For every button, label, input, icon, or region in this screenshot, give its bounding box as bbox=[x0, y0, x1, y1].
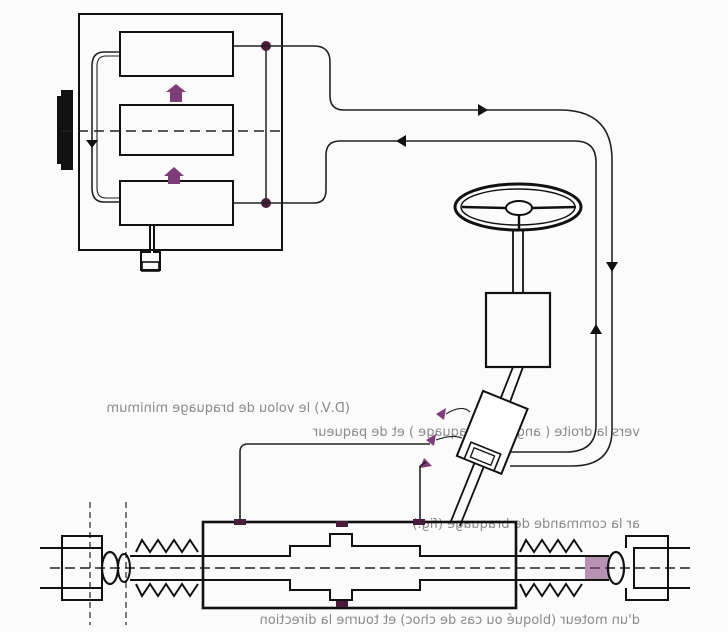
flow-arrow-up-1 bbox=[166, 84, 186, 102]
steering-wheel-assembly bbox=[453, 182, 583, 403]
left-bellows-top bbox=[135, 538, 199, 554]
steering-hub bbox=[505, 200, 533, 216]
valve-cap-inner bbox=[469, 446, 496, 467]
reservoir-chamber bbox=[119, 31, 234, 77]
cylinder-housing bbox=[201, 520, 518, 610]
pump-loop-arrow bbox=[86, 140, 98, 148]
cylinder-port-left bbox=[234, 519, 246, 525]
right-bellows-top bbox=[519, 538, 583, 554]
bleed-text-1: (D.V.) le volou de braquage minimum bbox=[106, 401, 350, 416]
flow-arrow-left bbox=[396, 135, 406, 147]
flow-arrow-down bbox=[606, 262, 618, 272]
right-tie-rod-top bbox=[625, 535, 690, 549]
pinion-shaft-left bbox=[449, 462, 476, 523]
pump-housing bbox=[78, 13, 283, 251]
cylinder-port-right bbox=[413, 519, 425, 525]
line-to-cylinder-left bbox=[239, 443, 430, 522]
pump-chamber bbox=[119, 104, 234, 156]
hydraulic-lines bbox=[266, 45, 618, 467]
bleed-text-3: ar la commande de braquage (fig.) bbox=[412, 517, 640, 532]
column-housing bbox=[484, 291, 552, 369]
flow-arrow-up-2 bbox=[164, 167, 184, 184]
valve-arrow-3 bbox=[420, 458, 432, 468]
drain-plug bbox=[141, 261, 160, 272]
valve-feed-2 bbox=[435, 435, 463, 441]
rack-profile-top bbox=[130, 533, 590, 557]
flow-arrow-up bbox=[590, 324, 602, 334]
pump-internal-loop-left bbox=[91, 51, 120, 203]
drain-stub bbox=[140, 225, 161, 271]
pulley-flange bbox=[57, 96, 61, 164]
piston-seal-bottom bbox=[336, 601, 348, 607]
pump-assembly bbox=[57, 13, 283, 272]
column-lower-right bbox=[509, 366, 524, 403]
left-bellows bbox=[135, 538, 199, 598]
valve-chamber bbox=[119, 180, 234, 226]
piston-seal-top bbox=[336, 521, 348, 527]
valve-arrow-2 bbox=[426, 434, 436, 446]
left-inner-joint bbox=[117, 553, 131, 583]
valve-arrow-1 bbox=[436, 408, 446, 420]
pump-internal-loop-left-inner bbox=[96, 55, 120, 199]
left-tie-rod-end bbox=[40, 535, 131, 601]
right-tie-rod-bottom bbox=[625, 587, 690, 601]
valve-feed-1 bbox=[445, 407, 471, 415]
flow-arrow-right bbox=[478, 104, 488, 116]
rack-cylinder bbox=[50, 502, 690, 625]
right-ball-joint-housing bbox=[633, 547, 669, 589]
return-line-inner bbox=[266, 140, 597, 453]
drive-pulley bbox=[61, 90, 73, 170]
left-tie-rod-top bbox=[40, 535, 103, 549]
pressure-line-outer bbox=[266, 45, 613, 467]
right-thread-lines bbox=[585, 555, 609, 581]
bleed-through-text-group: (D.V.) le volou de braquage minimum vers… bbox=[106, 401, 640, 628]
steering-wheel-rim bbox=[453, 182, 583, 232]
bleed-text-4: d'un moteur (bloqué ou cas de choc) et t… bbox=[260, 613, 640, 628]
right-ball-joint bbox=[606, 550, 626, 586]
right-thread-sleeve bbox=[585, 556, 609, 580]
line-right-elbow bbox=[419, 461, 427, 467]
wheel-spoke-left bbox=[461, 205, 507, 210]
rotary-valve bbox=[449, 389, 529, 527]
pinion-shaft-right bbox=[458, 466, 485, 527]
column-lower-left bbox=[499, 366, 514, 401]
left-tie-rod-bottom bbox=[40, 587, 103, 601]
right-tie-rod-end bbox=[585, 535, 690, 601]
right-bellows-bottom bbox=[519, 582, 583, 598]
left-bellows-bottom bbox=[135, 582, 199, 598]
wheel-spoke-right bbox=[531, 205, 577, 210]
right-bellows bbox=[519, 538, 583, 598]
rack-profile-bottom bbox=[130, 579, 590, 601]
